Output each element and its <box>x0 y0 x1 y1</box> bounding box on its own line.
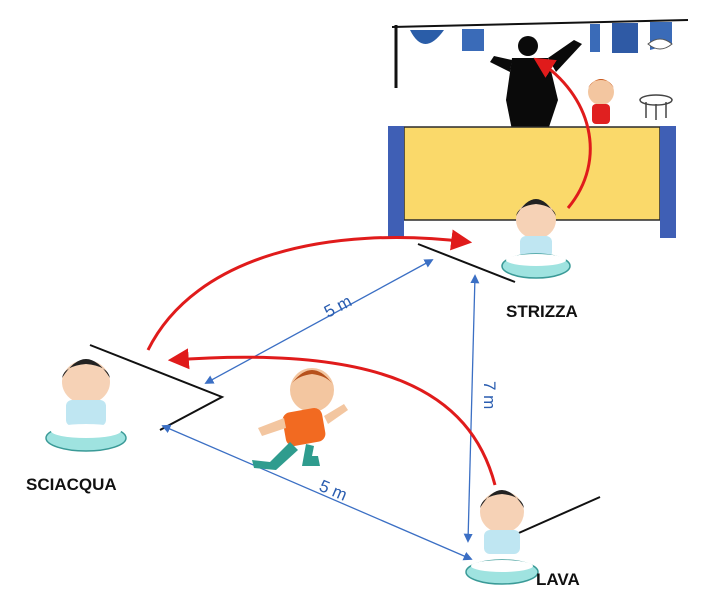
distance-lines <box>161 259 480 561</box>
station-label-strizza: STRIZZA <box>506 302 578 321</box>
route-arrows <box>146 57 592 486</box>
station-lines <box>89 243 601 537</box>
station-label-lava: LAVA <box>536 570 580 589</box>
child-with-basin-icon <box>501 199 571 279</box>
distance-label-sciacqua-lava: 5 m <box>316 476 350 505</box>
child-with-basin-icon <box>45 359 127 452</box>
small-child-icon <box>588 79 614 124</box>
child-with-basin-icon <box>465 490 539 585</box>
person-hanging-laundry-icon <box>490 36 582 130</box>
running-child-icon <box>252 368 348 470</box>
station-label-sciacqua: SCIACQUA <box>26 475 117 494</box>
distance-label-lava-strizza: 7 m <box>480 381 499 409</box>
clothesline-icon <box>391 19 689 88</box>
small-stool-icon <box>639 94 673 120</box>
